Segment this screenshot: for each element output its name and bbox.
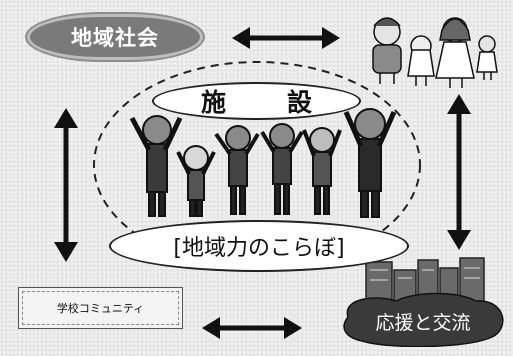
double-arrow-left — [54, 108, 78, 262]
collaboration-ellipse: [地域力のこらぼ] — [109, 220, 409, 272]
support-blob-shape — [343, 292, 504, 347]
double-arrow-right — [447, 94, 471, 250]
six-people-cheering-icon — [129, 108, 397, 218]
facility-ellipse: 施 設 — [152, 82, 361, 120]
school-community-label: 学校コミュニティ — [56, 302, 145, 315]
double-arrow-bottom — [202, 317, 302, 339]
community-label: 地域社会 — [71, 26, 159, 50]
facility-label: 施 設 — [200, 88, 330, 117]
school-community-badge: 学校コミュニティ — [18, 287, 183, 329]
community-badge: 地域社会 — [30, 17, 200, 57]
support-exchange-label: 応援と交流 — [375, 311, 471, 334]
collaboration-label: [地域力のこらぼ] — [173, 236, 345, 261]
support-exchange-badge: 応援と交流 — [338, 289, 508, 347]
family-cartoon-icon — [372, 17, 498, 88]
double-arrow-top — [232, 27, 340, 49]
